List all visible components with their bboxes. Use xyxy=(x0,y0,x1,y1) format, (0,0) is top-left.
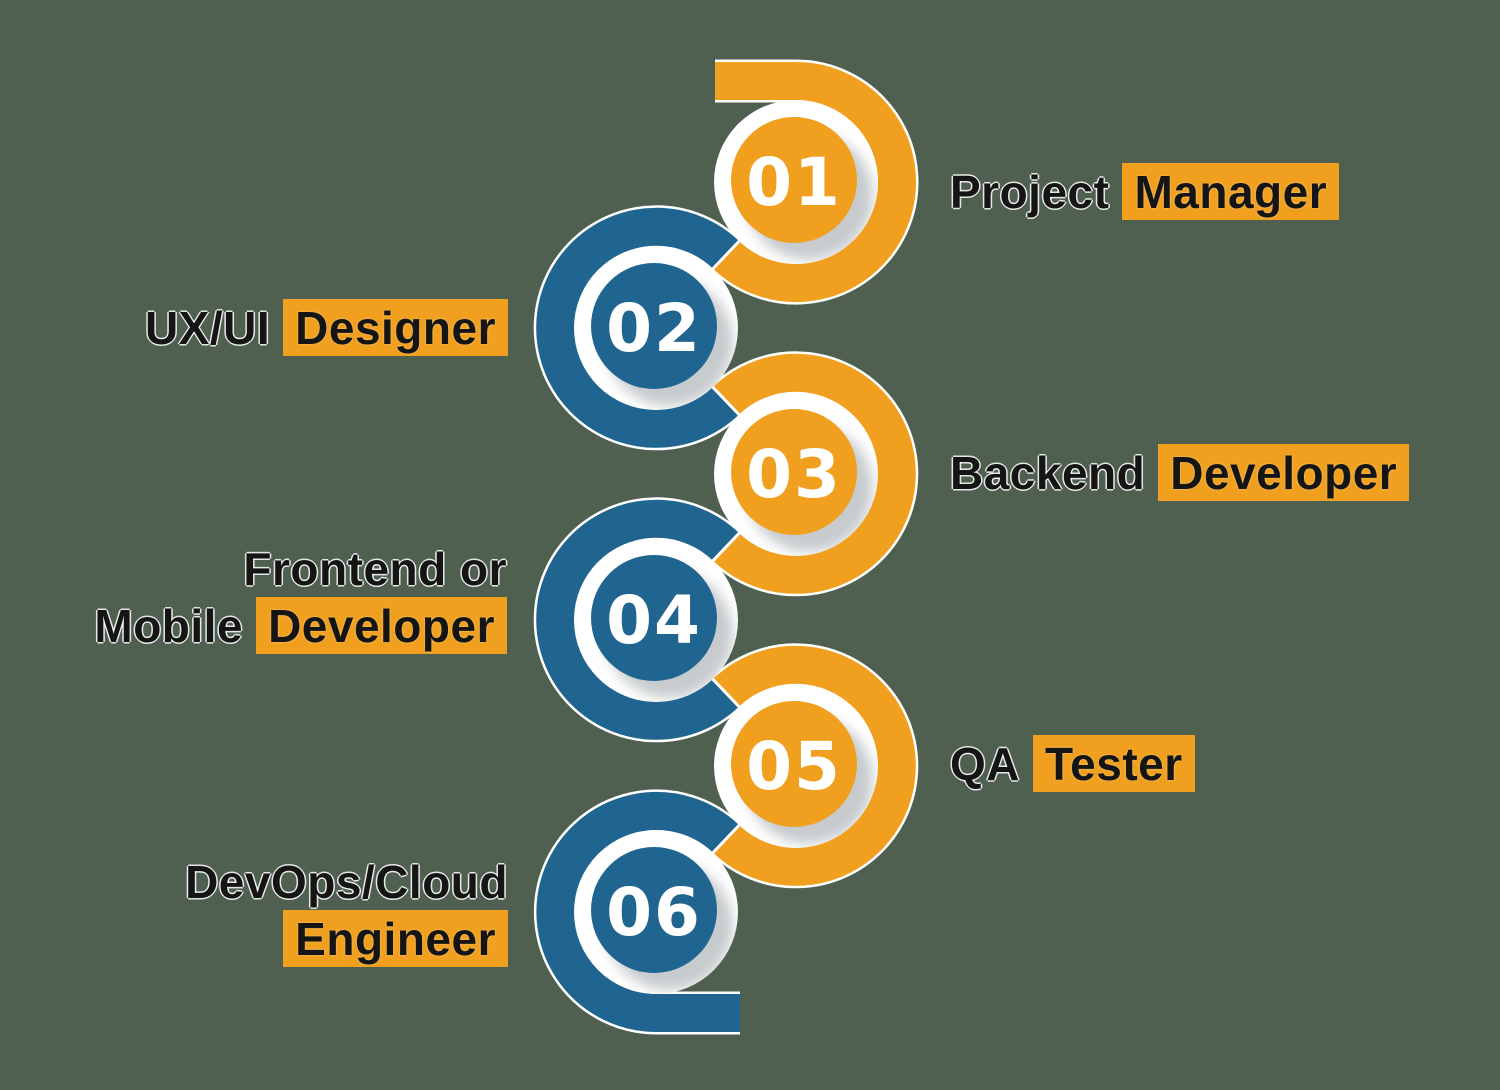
role-text: QA xyxy=(950,737,1020,790)
role-text: UX/UI xyxy=(144,301,271,354)
ring-03 xyxy=(712,353,916,594)
role-highlight-text: Designer xyxy=(283,299,508,356)
step-number: 01 xyxy=(746,144,842,221)
role-highlight-text: Tester xyxy=(1033,735,1195,792)
role-text: Frontend or xyxy=(243,542,507,595)
number-badge-05: 05 xyxy=(714,684,878,848)
number-badge-02: 02 xyxy=(574,246,738,410)
ring-04 xyxy=(536,499,740,740)
role-text: Project xyxy=(950,165,1110,218)
junction-seams xyxy=(710,238,742,856)
step-number: 04 xyxy=(606,582,702,659)
step-number: 03 xyxy=(746,436,842,513)
label-line: Frontend or xyxy=(243,540,507,597)
number-badge-06: 06 xyxy=(574,830,738,994)
role-highlight-text: Developer xyxy=(1158,444,1410,501)
role-text: Mobile xyxy=(94,599,244,652)
ring-01 xyxy=(712,62,916,302)
role-highlight-text: Engineer xyxy=(283,910,508,967)
number-badge-04: 04 xyxy=(574,538,738,702)
number-badge-01: 01 xyxy=(714,100,878,264)
number-badge-03: 03 xyxy=(714,392,878,556)
step-number: 02 xyxy=(606,290,702,367)
role-highlight-text: Manager xyxy=(1122,163,1340,220)
role-text: Backend xyxy=(950,446,1146,499)
role-highlight-text: Developer xyxy=(256,597,507,654)
ring-02 xyxy=(536,207,740,448)
label-line: Engineer xyxy=(283,910,508,967)
step-number: 06 xyxy=(606,874,702,951)
role-text: DevOps/Cloud xyxy=(185,855,508,908)
ring-05 xyxy=(712,645,916,886)
label-line: DevOps/Cloud xyxy=(185,853,508,910)
step-number: 05 xyxy=(746,728,842,805)
ring-06 xyxy=(536,792,740,1032)
